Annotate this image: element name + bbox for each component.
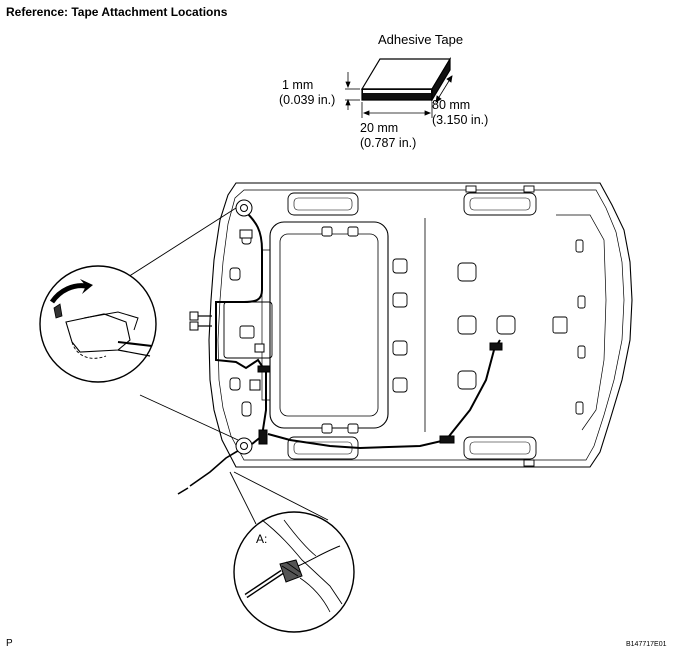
thickness-mm-label: 1 mm: [282, 78, 314, 92]
footer-page-letter: P: [6, 638, 13, 649]
callout-a-label: A:: [256, 532, 268, 546]
reference-title: Reference: Tape Attachment Locations: [6, 5, 228, 19]
wire-harness: [189, 211, 501, 487]
headliner-outline: [208, 182, 633, 468]
footer-figure-code: B147717E01: [626, 641, 667, 648]
harness-connectors: [189, 199, 503, 455]
cable-end: [177, 487, 189, 495]
tape-dimension-lines: [345, 72, 453, 118]
sunroof-opening: [261, 221, 389, 429]
zoom-callout-a: [229, 471, 355, 633]
width-in-label: (0.787 in.): [360, 136, 417, 150]
thickness-in-label: (0.039 in.): [279, 93, 336, 107]
adhesive-tape-drawing: [360, 56, 452, 103]
zoom-callout-left: [39, 207, 239, 441]
width-mm-label: 20 mm: [360, 121, 399, 135]
headliner-clips: [223, 185, 586, 467]
length-in-label: (3.150 in.): [432, 113, 489, 127]
length-mm-label: 80 mm: [432, 98, 471, 112]
visor-recesses: [287, 192, 537, 460]
adhesive-tape-label: Adhesive Tape: [378, 32, 464, 47]
